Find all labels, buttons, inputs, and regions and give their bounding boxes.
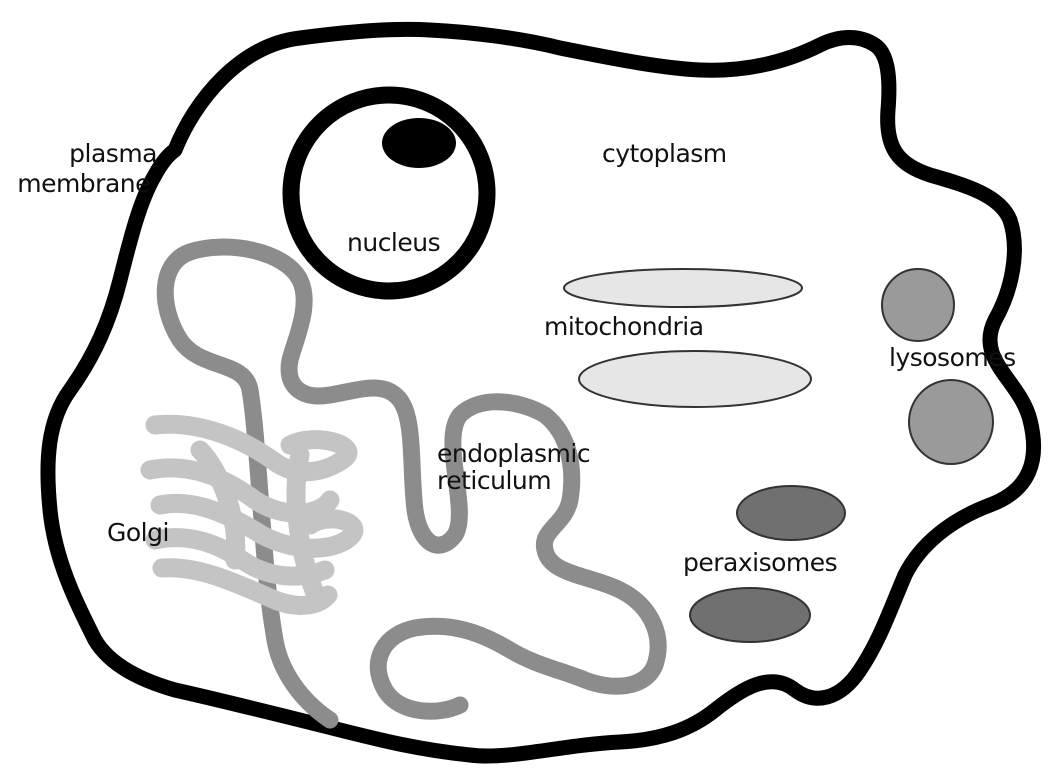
label-endoplasmic-reticulum-line2: reticulum: [437, 466, 551, 495]
label-peroxisomes: peraxisomes: [683, 548, 837, 577]
label-plasma-membrane-line2: membrane: [17, 169, 150, 198]
label-golgi: Golgi: [107, 518, 169, 547]
label-lysosomes: lysosomes: [889, 343, 1016, 372]
label-cytoplasm: cytoplasm: [602, 139, 727, 168]
label-mitochondria: mitochondria: [544, 312, 704, 341]
label-plasma-membrane-line1: plasma: [69, 139, 157, 168]
peroxisome-1: [737, 486, 845, 540]
label-endoplasmic-reticulum-line1: endoplasmic: [437, 439, 590, 468]
lysosome-1: [882, 269, 954, 341]
mitochondrion-2: [579, 351, 811, 407]
plasma-membrane: [48, 29, 1034, 756]
peroxisome-2: [690, 588, 810, 642]
nucleolus: [382, 118, 456, 168]
label-nucleus: nucleus: [347, 228, 440, 257]
mitochondrion-1: [564, 269, 802, 307]
lysosome-2: [909, 380, 993, 464]
golgi-apparatus: [150, 424, 354, 605]
nucleus-envelope: [291, 95, 487, 291]
